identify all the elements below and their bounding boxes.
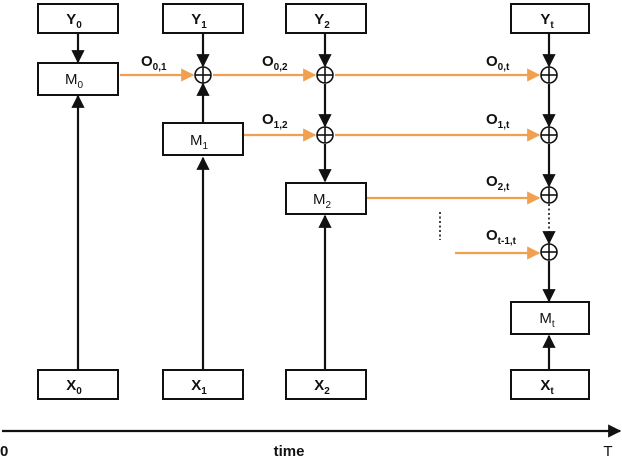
label-o0t: O0,t bbox=[486, 53, 510, 73]
node-x1: X1 bbox=[162, 369, 244, 400]
svg-text:M1: M1 bbox=[190, 132, 209, 152]
svg-text:X0: X0 bbox=[66, 377, 82, 397]
node-x0: X0 bbox=[37, 369, 119, 400]
node-yt: Yt bbox=[510, 3, 590, 34]
sum-node-02 bbox=[316, 66, 334, 84]
sum-node-1t bbox=[540, 126, 558, 144]
label-o02: O0,2 bbox=[262, 53, 288, 73]
label-o2t: O2,t bbox=[486, 173, 510, 193]
svg-text:M0: M0 bbox=[65, 71, 84, 91]
label-o12: O1,2 bbox=[262, 111, 288, 131]
svg-text:Y2: Y2 bbox=[314, 11, 330, 31]
sum-node-01 bbox=[194, 66, 212, 84]
svg-text:X2: X2 bbox=[314, 377, 330, 397]
label-o1t: O1,t bbox=[486, 111, 510, 131]
time-axis-start: 0 bbox=[0, 443, 8, 458]
sum-node-12 bbox=[316, 126, 334, 144]
node-mt: Mt bbox=[510, 301, 590, 335]
node-y1: Y1 bbox=[162, 3, 244, 34]
sum-node-t1t bbox=[540, 243, 558, 261]
label-o01: O0,1 bbox=[141, 53, 167, 73]
node-m1: M1 bbox=[162, 122, 244, 156]
node-m0: M0 bbox=[37, 62, 119, 96]
svg-text:Xt: Xt bbox=[540, 377, 554, 397]
svg-text:Y1: Y1 bbox=[191, 11, 207, 31]
time-axis-label: time bbox=[274, 443, 305, 458]
node-m2: M2 bbox=[285, 182, 367, 215]
node-y2: Y2 bbox=[285, 3, 367, 34]
node-x2: X2 bbox=[285, 369, 367, 400]
svg-text:Yt: Yt bbox=[540, 11, 554, 31]
svg-text:M2: M2 bbox=[313, 191, 332, 211]
svg-text:X1: X1 bbox=[191, 377, 207, 397]
time-axis-end: T bbox=[603, 443, 612, 458]
svg-text:Mt: Mt bbox=[539, 310, 555, 330]
sum-node-0t bbox=[540, 66, 558, 84]
node-xt: Xt bbox=[510, 369, 590, 400]
sum-node-2t bbox=[540, 186, 558, 204]
label-ot1t: Ot-1,t bbox=[486, 227, 517, 247]
node-y0: Y0 bbox=[37, 3, 119, 34]
svg-text:Y0: Y0 bbox=[66, 11, 82, 31]
